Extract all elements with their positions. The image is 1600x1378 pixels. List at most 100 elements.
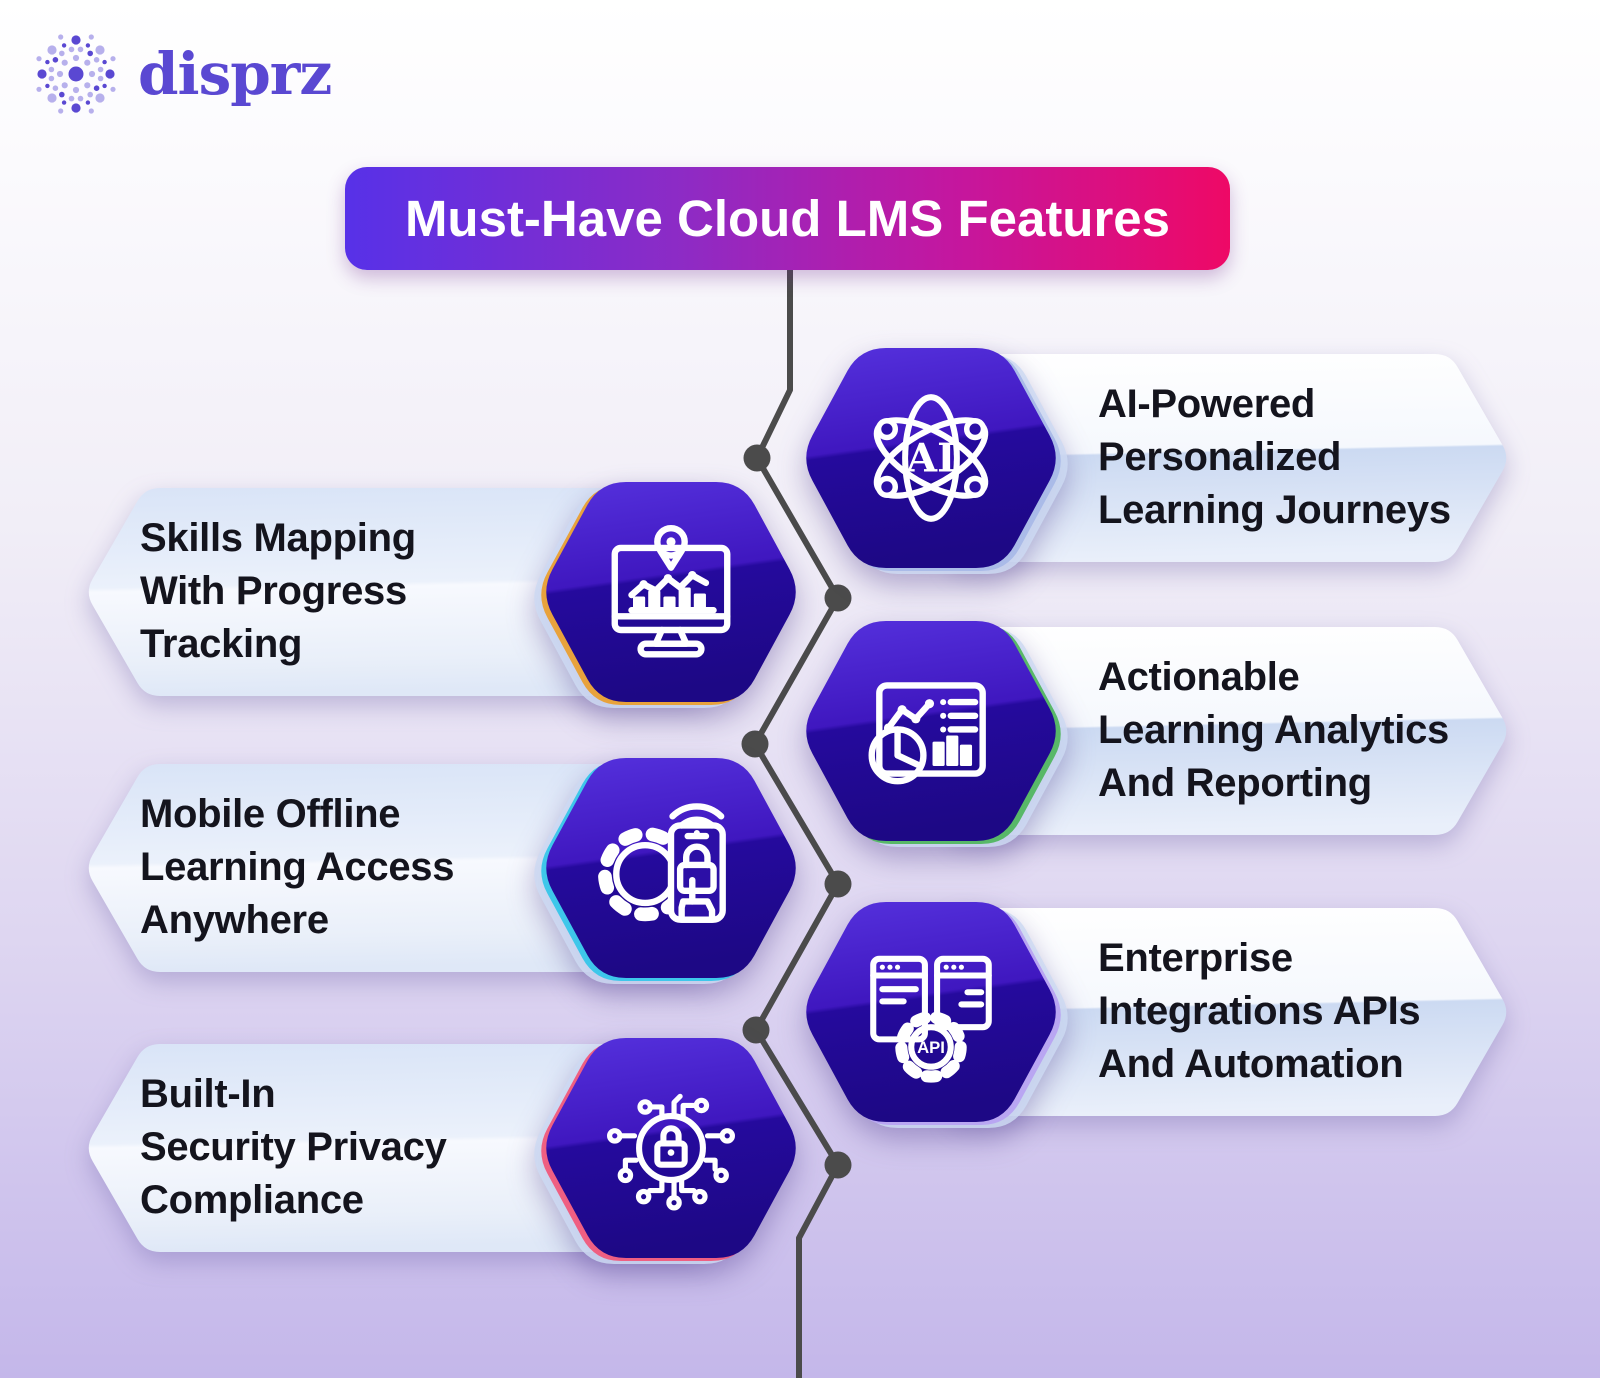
gear-phone-icon <box>598 803 726 923</box>
logo-dot <box>45 59 50 65</box>
feature-label-line: Actionable <box>1098 655 1300 699</box>
feature-banner-shape <box>950 627 1507 835</box>
feature-label-line: AI-Powered <box>1098 382 1316 426</box>
feature-hexagon <box>534 482 796 708</box>
logo-dot <box>36 86 42 92</box>
logo-dot <box>61 100 67 105</box>
logo-dot <box>105 69 115 79</box>
feature-banner-shape <box>88 488 705 696</box>
feature-label-line: Personalized <box>1098 435 1342 479</box>
feature-banner <box>950 908 1507 1116</box>
logo-dot <box>48 75 55 82</box>
logo-dot <box>59 50 65 57</box>
logo-dot <box>37 69 47 79</box>
logo-dot <box>97 66 104 73</box>
feature-hexagon: API <box>806 902 1068 1128</box>
feature-banner-shape <box>88 1044 705 1252</box>
feature-label-line: Tracking <box>140 622 303 666</box>
logo-dot <box>59 91 65 98</box>
ai-atom-icon: AI <box>873 394 989 522</box>
logo-dot <box>72 86 80 94</box>
feature-banner-shape <box>88 764 705 972</box>
timeline-node <box>741 730 769 758</box>
logo-dot <box>52 85 59 91</box>
svg-text:API: API <box>917 1038 945 1057</box>
feature-banner <box>88 1044 705 1252</box>
feature-banner-shape <box>950 354 1507 562</box>
logo-dot <box>102 59 107 65</box>
logo-dot <box>72 54 80 62</box>
timeline-node <box>742 1016 770 1044</box>
feature-label-line: Enterprise <box>1098 936 1293 980</box>
feature-label-line: Compliance <box>140 1178 364 1222</box>
logo-dot <box>88 108 94 114</box>
feature-label-line: Skills Mapping <box>140 516 416 560</box>
logo-dot <box>110 86 116 92</box>
logo-dot <box>71 103 81 113</box>
logo-dot <box>84 82 91 89</box>
feature-label-line: And Reporting <box>1098 761 1372 805</box>
brand-wordmark: disprz <box>138 40 332 108</box>
hexagon-shape <box>806 621 1056 841</box>
logo-dot <box>47 93 57 103</box>
feature-hexagon <box>806 621 1068 847</box>
logo-dot <box>93 85 100 91</box>
timeline-node <box>743 444 771 472</box>
logo-dot <box>102 83 107 89</box>
feature-label-line: With Progress <box>140 569 407 613</box>
logo-dot <box>87 91 93 98</box>
feature-banner-shape <box>950 908 1507 1116</box>
security-circuit-icon <box>607 1093 735 1211</box>
timeline-line <box>752 270 841 1378</box>
hexagon-shape <box>546 1038 796 1258</box>
logo-dot <box>58 34 64 40</box>
logo-dot <box>71 35 81 45</box>
feature-label-line: Learning Analytics <box>1098 708 1449 752</box>
hexagon-shape <box>806 902 1056 1122</box>
brand-header: disprz <box>28 26 332 122</box>
logo-dot <box>84 59 91 66</box>
logo-dot <box>88 70 96 78</box>
feature-label-line: Learning Journeys <box>1098 488 1451 532</box>
logo-dot <box>88 34 94 40</box>
logo-dot <box>77 95 84 102</box>
logo-dot <box>47 45 57 55</box>
feature-label-line: And Automation <box>1098 1042 1404 1086</box>
feature-label-line: Learning Access <box>140 845 455 889</box>
logo-dot <box>77 46 84 53</box>
logo-dot <box>58 108 64 114</box>
feature-label-line: Built-In <box>140 1072 276 1116</box>
logo-dot <box>95 45 105 55</box>
feature-label-line: Mobile Offline <box>140 792 401 836</box>
logo-dot <box>61 82 68 89</box>
feature-hexagon <box>534 1038 796 1264</box>
logo-dot <box>61 59 68 66</box>
feature-hexagon <box>534 758 796 984</box>
hexagon-shape <box>546 482 796 702</box>
disprz-logo-icon <box>36 34 116 114</box>
logo-dot <box>68 95 75 102</box>
feature-hexagon: AI <box>806 348 1068 574</box>
timeline-node <box>824 870 852 898</box>
logo-dot <box>68 66 84 82</box>
analytics-board-icon <box>868 682 986 785</box>
api-gear-icon: API <box>870 955 992 1083</box>
feature-label-line: Anywhere <box>140 898 329 942</box>
logo-dot <box>85 100 91 105</box>
logo-dot <box>48 66 55 73</box>
feature-banner <box>950 627 1507 835</box>
feature-label-line: Security Privacy <box>140 1125 447 1169</box>
logo-dot <box>97 75 104 82</box>
logo-dot <box>45 83 50 89</box>
logo-dot <box>110 56 116 62</box>
timeline-node <box>824 1151 852 1179</box>
feature-banner <box>88 488 705 696</box>
logo-dot <box>85 43 91 48</box>
feature-label-line: Integrations APIs <box>1098 989 1421 1033</box>
